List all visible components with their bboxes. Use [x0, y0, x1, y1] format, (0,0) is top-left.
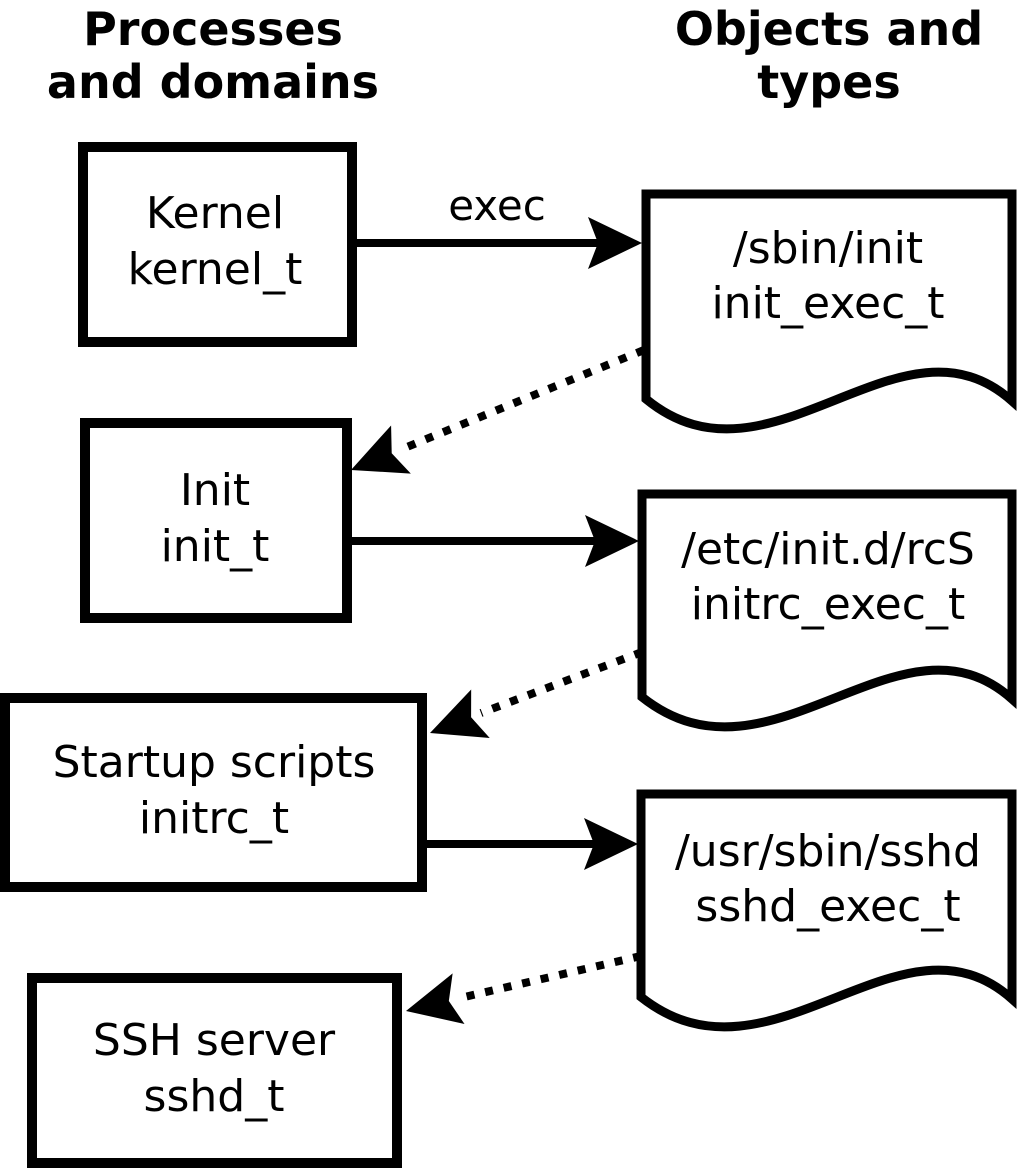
object-type: init_exec_t [711, 278, 944, 329]
column-header-objects: Objects and types [675, 2, 983, 109]
object-path: /usr/sbin/sshd [675, 826, 981, 877]
process-domain: kernel_t [128, 244, 303, 295]
transition-arrow-line [400, 346, 646, 453]
arrowhead-icon [406, 973, 465, 1024]
process-node-init: Init init_t [80, 418, 352, 623]
process-box [27, 973, 402, 1168]
column-header-processes: Processes and domains [47, 2, 379, 109]
transition-arrow-line [459, 952, 642, 1002]
exec-arrow-initrc-to-sshd-exec [427, 818, 638, 870]
object-type: sshd_exec_t [695, 881, 960, 932]
process-domain: init_t [161, 521, 270, 572]
object-path: /etc/init.d/rcS [681, 524, 975, 575]
header-processes-line2: and domains [47, 55, 379, 109]
process-label: Kernel [146, 188, 284, 239]
transition-arrow-init-exec-to-init [351, 346, 646, 474]
arrowhead-icon [585, 515, 639, 567]
process-label: Init [180, 465, 250, 516]
object-node-usr-sbin-sshd: /usr/sbin/sshd sshd_exec_t [636, 789, 1017, 1032]
process-domain: initrc_t [139, 793, 289, 844]
document-shape [637, 489, 1017, 732]
process-label: Startup scripts [53, 737, 376, 788]
transition-arrow-line [479, 648, 644, 717]
arrowhead-icon [588, 217, 642, 269]
header-objects-line2: types [757, 55, 900, 109]
transition-arrow-initrc-exec-to-initrc [430, 648, 644, 739]
arrowhead-icon [430, 689, 490, 739]
exec-label: exec [448, 181, 546, 230]
transition-arrow-sshd-exec-to-sshd [406, 952, 642, 1024]
header-processes-line1: Processes [83, 2, 343, 56]
document-shape [636, 789, 1017, 1032]
document-shape [641, 189, 1017, 434]
process-node-ssh-server: SSH server sshd_t [27, 973, 402, 1168]
process-box [78, 142, 357, 347]
object-node-etc-initd-rcs: /etc/init.d/rcS initrc_exec_t [637, 489, 1017, 732]
exec-arrow-kernel-to-init-exec: exec [357, 181, 642, 269]
object-path: /sbin/init [733, 223, 923, 274]
arrowhead-icon [584, 818, 638, 870]
object-type: initrc_exec_t [691, 579, 965, 630]
process-domain: sshd_t [144, 1071, 285, 1122]
exec-arrow-init-to-initrc-exec [352, 515, 639, 567]
arrowhead-icon [351, 425, 411, 474]
header-objects-line1: Objects and [675, 2, 983, 56]
process-label: SSH server [93, 1015, 336, 1066]
process-node-startup-scripts: Startup scripts initrc_t [0, 693, 427, 892]
object-node-sbin-init: /sbin/init init_exec_t [641, 189, 1017, 434]
process-box [0, 693, 427, 892]
process-node-kernel: Kernel kernel_t [78, 142, 357, 347]
process-box [80, 418, 352, 623]
